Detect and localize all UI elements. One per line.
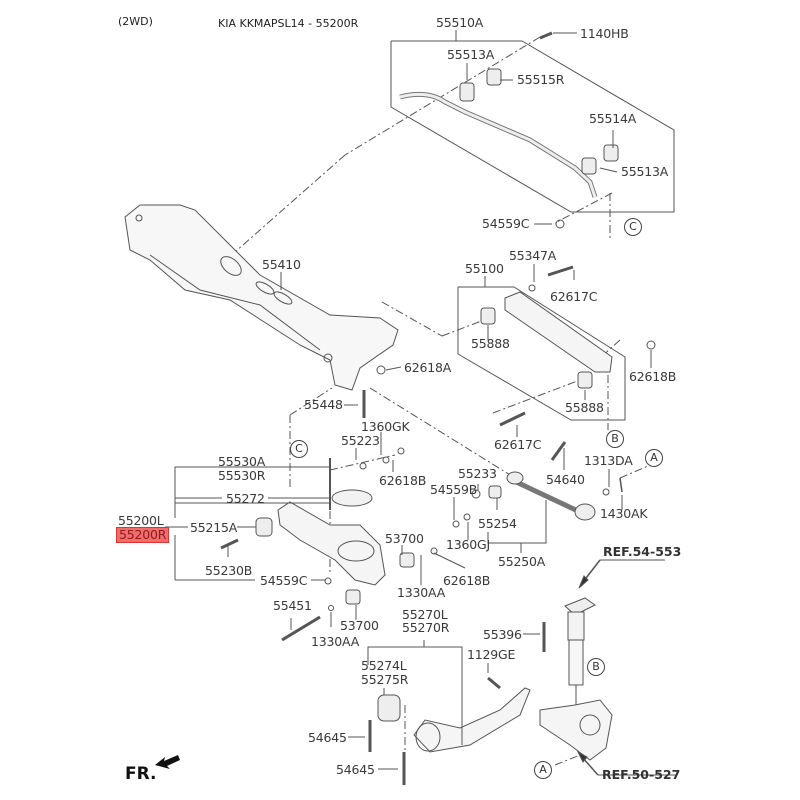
trailing-arm-shape <box>413 687 531 753</box>
upper-arm-group-frame <box>457 286 626 421</box>
connector-c-upper: C <box>624 218 642 236</box>
part-label-55200r-highlighted[interactable]: 55200R <box>115 527 170 543</box>
part-label-55510a[interactable]: 55510A <box>436 15 484 30</box>
part-label-54559c-lower[interactable]: 54559C <box>260 573 308 588</box>
part-label-55530a[interactable]: 55530A <box>218 454 266 469</box>
part-label-1430ak[interactable]: 1430AK <box>600 506 648 521</box>
part-label-55451[interactable]: 55451 <box>273 598 312 613</box>
part-label-55100[interactable]: 55100 <box>465 261 504 276</box>
part-label-53700-lower[interactable]: 53700 <box>340 618 379 633</box>
part-label-55530r[interactable]: 55530R <box>218 468 266 483</box>
lower-arm-shape <box>277 501 386 586</box>
front-orientation-label: FR. <box>125 764 157 784</box>
upper-arm-shape <box>504 291 613 373</box>
connector-a-lower: A <box>534 761 552 779</box>
part-label-55888-upper[interactable]: 55888 <box>471 336 510 351</box>
part-label-55250a[interactable]: 55250A <box>498 554 546 569</box>
front-arrow-icon <box>155 755 180 769</box>
part-label-62618b-lower-arm[interactable]: 62618B <box>379 473 427 488</box>
part-label-54559c-upper[interactable]: 54559C <box>482 216 530 231</box>
part-label-55254[interactable]: 55254 <box>478 516 517 531</box>
part-label-54640[interactable]: 54640 <box>546 472 585 487</box>
part-label-55215a[interactable]: 55215A <box>190 520 238 535</box>
part-label-55274l[interactable]: 55274L <box>361 658 407 673</box>
connector-c-lower: C <box>290 440 308 458</box>
part-label-62618a[interactable]: 62618A <box>404 360 452 375</box>
part-label-55515r[interactable]: 55515R <box>517 72 565 87</box>
part-label-1360gj[interactable]: 1360GJ <box>446 537 490 552</box>
reference-knuckle[interactable]: REF.50-527 <box>602 767 681 782</box>
part-label-55448[interactable]: 55448 <box>304 397 343 412</box>
part-label-54645-lower[interactable]: 54645 <box>336 762 375 777</box>
knuckle-shape <box>539 699 613 761</box>
variant-label: (2WD) <box>118 15 153 28</box>
part-label-1360gk[interactable]: 1360GK <box>361 419 410 434</box>
part-label-55270r[interactable]: 55270R <box>402 620 450 635</box>
reference-strut[interactable]: REF.54-553 <box>603 544 682 559</box>
connector-a-upper: A <box>645 449 663 467</box>
part-label-62618b-right[interactable]: 62618B <box>629 369 677 384</box>
part-label-1330aa-right[interactable]: 1330AA <box>397 585 446 600</box>
stabilizer-bar-shape <box>399 92 598 198</box>
assist-arm-shape <box>510 477 582 515</box>
part-label-1129ge[interactable]: 1129GE <box>467 647 516 662</box>
part-label-62618b-assist[interactable]: 62618B <box>443 573 491 588</box>
part-label-1330aa-lower[interactable]: 1330AA <box>311 634 360 649</box>
part-label-55200l[interactable]: 55200L <box>118 513 164 528</box>
part-label-55223[interactable]: 55223 <box>341 433 380 448</box>
connector-b-lower: B <box>587 658 605 676</box>
part-label-55513a-upper[interactable]: 55513A <box>447 47 495 62</box>
part-label-1140hb[interactable]: 1140HB <box>580 26 629 41</box>
page-title: KIA KKMAPSL14 - 55200R <box>218 17 359 30</box>
part-label-55272[interactable]: 55272 <box>226 491 265 506</box>
part-label-1313da[interactable]: 1313DA <box>584 453 633 468</box>
part-label-55275r[interactable]: 55275R <box>361 672 409 687</box>
part-label-55888-lower[interactable]: 55888 <box>565 400 604 415</box>
stabilizer-group-frame <box>390 40 675 213</box>
part-label-62617c-lower[interactable]: 62617C <box>494 437 542 452</box>
part-label-62617c-upper[interactable]: 62617C <box>550 289 598 304</box>
part-label-55347a[interactable]: 55347A <box>509 248 557 263</box>
part-label-55233[interactable]: 55233 <box>458 466 497 481</box>
part-label-54559b[interactable]: 54559B <box>430 482 478 497</box>
connector-b-upper: B <box>606 430 624 448</box>
part-label-55396[interactable]: 55396 <box>483 627 522 642</box>
part-label-54645-upper[interactable]: 54645 <box>308 730 347 745</box>
part-label-55230b[interactable]: 55230B <box>205 563 253 578</box>
part-label-55270l[interactable]: 55270L <box>402 607 448 622</box>
part-label-55410[interactable]: 55410 <box>262 257 301 272</box>
part-label-55513a-lower[interactable]: 55513A <box>621 164 669 179</box>
part-label-55514a[interactable]: 55514A <box>589 111 637 126</box>
crossmember-shape <box>124 204 399 391</box>
part-label-53700-right[interactable]: 53700 <box>385 531 424 546</box>
